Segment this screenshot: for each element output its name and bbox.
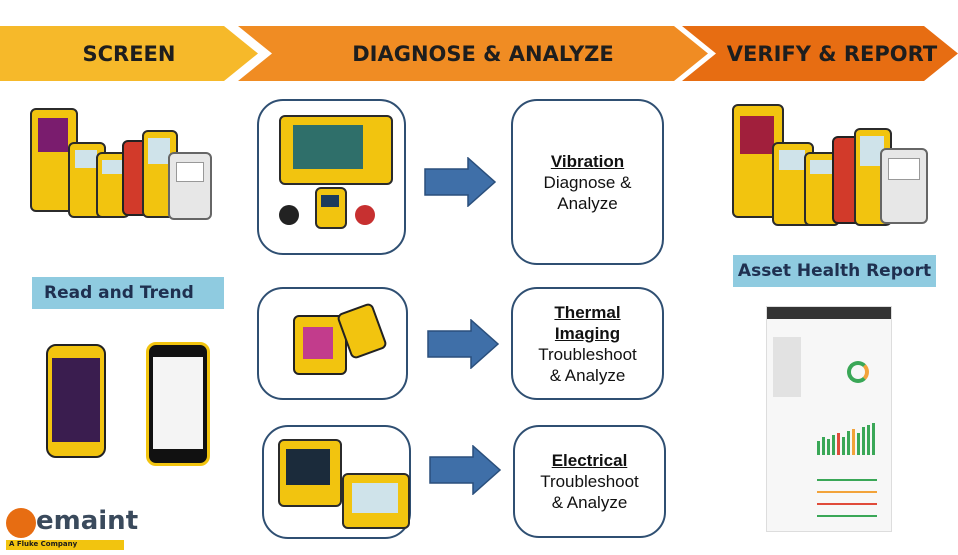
step-verify-report: VERIFY & REPORT — [682, 26, 958, 81]
emaint-logo: emaint A Fluke Company — [6, 498, 138, 550]
electrical-title: Electrical — [551, 451, 628, 470]
phone-thermal-app — [46, 344, 106, 458]
vibration-title: Vibration — [550, 151, 625, 171]
asset-health-report-screenshot — [766, 306, 892, 532]
electrical-tools-box — [262, 425, 411, 539]
vibration-line1: Diagnose & — [543, 172, 632, 192]
step-diagnose-analyze: DIAGNOSE & ANALYZE — [238, 26, 708, 81]
thermal-imaging-card: Thermal Imaging Troubleshoot & Analyze — [511, 287, 664, 400]
logo-name: emaint — [36, 506, 139, 536]
vibration-line2: Analyze — [557, 193, 618, 213]
verify-products-image — [728, 94, 928, 229]
electrical-line2: & Analyze — [551, 493, 628, 512]
arrow-right-icon — [424, 157, 496, 207]
electrical-line1: Troubleshoot — [540, 472, 639, 491]
read-and-trend-label: Read and Trend — [32, 277, 224, 309]
vibration-tools-box — [257, 99, 406, 255]
asset-health-text: Asset Health Report — [737, 261, 932, 281]
asset-health-label: Asset Health Report — [733, 255, 936, 287]
phone-measurement-app — [146, 342, 210, 466]
step-diagnose-label: DIAGNOSE & ANALYZE — [352, 41, 614, 66]
step-verify-label: VERIFY & REPORT — [726, 41, 938, 66]
thermal-title: Thermal — [554, 302, 621, 322]
vibration-card: Vibration Diagnose & Analyze — [511, 99, 664, 265]
step-screen-label: SCREEN — [82, 41, 176, 66]
thermal-line2: & Analyze — [549, 365, 626, 385]
thermal-title-line2: Imaging — [554, 323, 621, 343]
thermal-camera-box — [257, 287, 408, 400]
arrow-right-icon — [429, 445, 501, 495]
step-screen: SCREEN — [0, 26, 258, 81]
logo-tagline-bar — [6, 540, 124, 550]
logo-tagline: A Fluke Company — [9, 540, 78, 548]
thermal-line1: Troubleshoot — [538, 344, 637, 364]
read-and-trend-text: Read and Trend — [44, 283, 194, 303]
screen-products-image — [30, 100, 212, 225]
electrical-card: Electrical Troubleshoot & Analyze — [513, 425, 666, 538]
arrow-right-icon — [427, 319, 499, 369]
